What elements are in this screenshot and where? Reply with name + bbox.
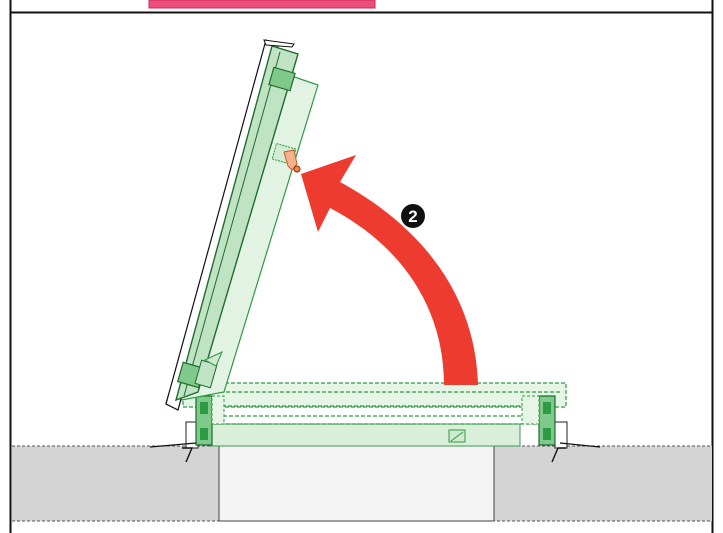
handle-icon bbox=[271, 142, 301, 173]
step-number: 2 bbox=[408, 207, 417, 226]
step-marker: 2 bbox=[401, 204, 425, 228]
hinge-icon bbox=[448, 429, 466, 443]
header-tab bbox=[148, 0, 376, 9]
floor-opening bbox=[218, 445, 495, 522]
right-frame-profile bbox=[521, 395, 601, 463]
left-frame-profile bbox=[149, 395, 225, 463]
floor-slab bbox=[12, 445, 712, 522]
rotation-arrow-icon bbox=[301, 155, 478, 385]
frame-lower-band bbox=[209, 423, 521, 447]
